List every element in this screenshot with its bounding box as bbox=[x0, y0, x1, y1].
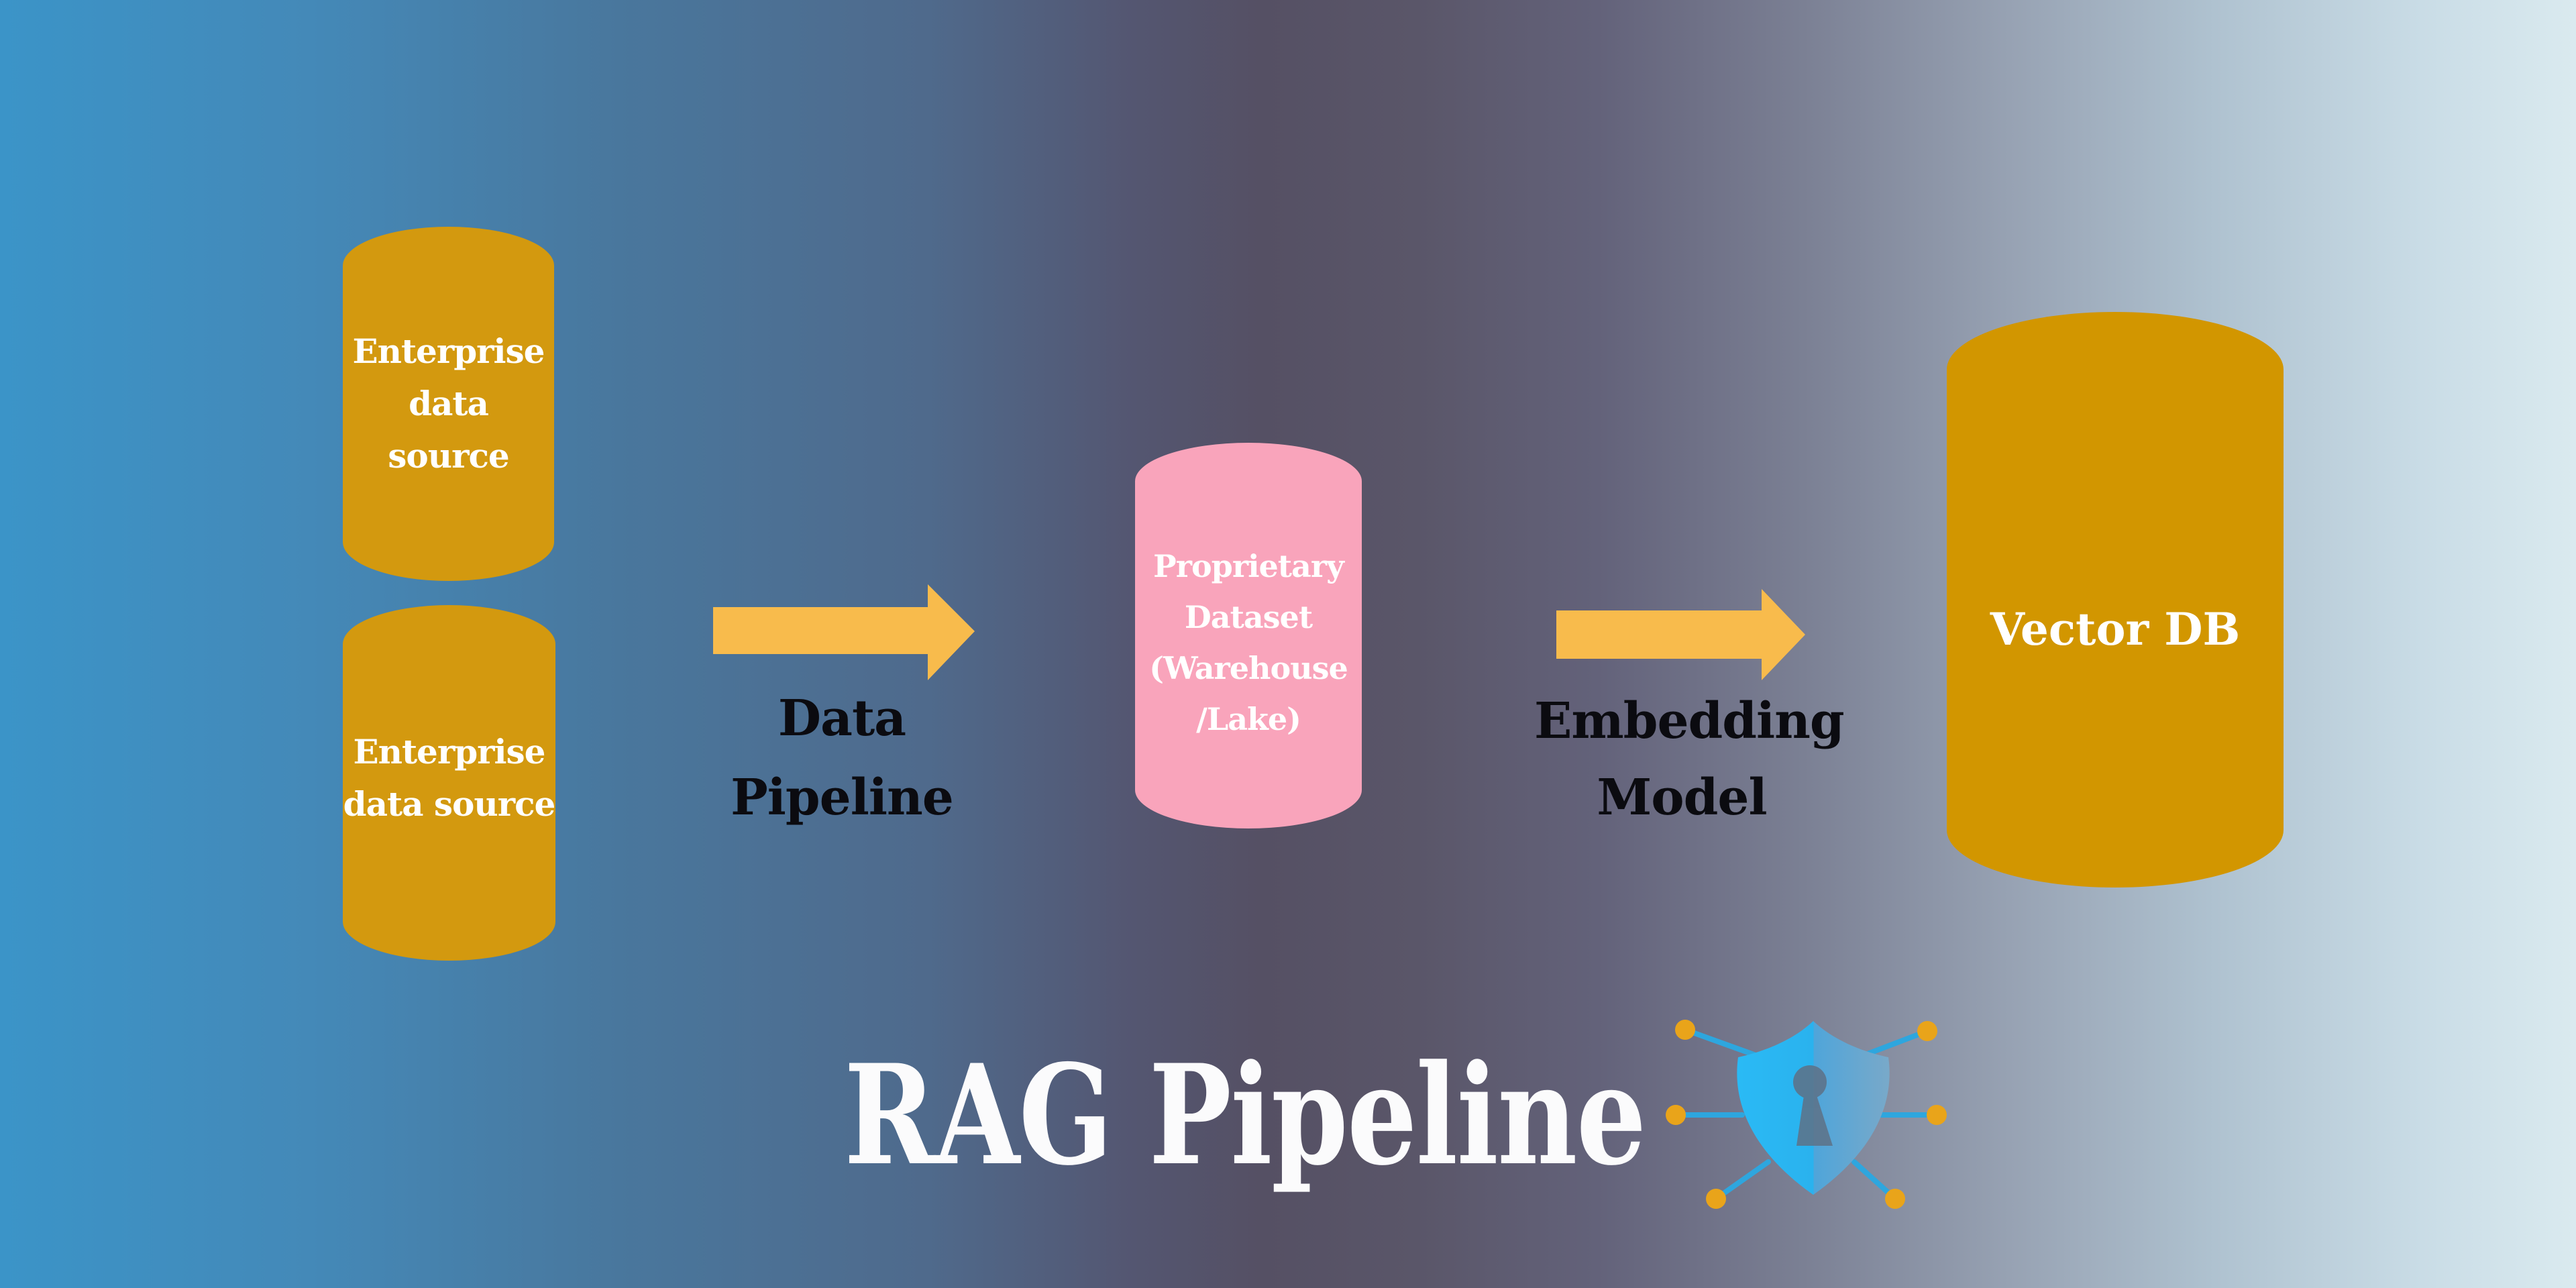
node-label-line: /Lake) bbox=[1196, 700, 1301, 737]
arrow-embedding-model bbox=[1556, 589, 1805, 680]
network-dot bbox=[1675, 1020, 1695, 1040]
network-dot bbox=[1706, 1189, 1726, 1209]
node-label: Enterprise data source bbox=[343, 726, 556, 830]
network-connectors bbox=[1673, 1027, 1939, 1201]
node-proprietary-dataset: Proprietary Dataset (Warehouse /Lake) bbox=[1135, 443, 1362, 828]
connector-line bbox=[1713, 1159, 1771, 1201]
node-label-line: Dataset bbox=[1184, 598, 1313, 635]
arrow-shape bbox=[713, 584, 975, 680]
node-label: Proprietary Dataset (Warehouse /Lake) bbox=[1149, 541, 1348, 745]
label-data-pipeline: Data Pipeline bbox=[694, 679, 989, 837]
node-label-line: Enterprise bbox=[353, 732, 546, 771]
connector-line bbox=[1860, 1028, 1930, 1059]
keyhole-icon bbox=[1793, 1065, 1833, 1146]
connector-line bbox=[1682, 1027, 1760, 1059]
shield-keyhole-network-icon bbox=[1666, 1020, 1947, 1209]
node-label-line: Enterprise bbox=[352, 331, 545, 371]
diagram-title: RAG Pipeline bbox=[843, 1034, 1646, 1196]
node-label: Vector DB bbox=[1990, 602, 2241, 656]
network-dot bbox=[1917, 1021, 1937, 1041]
node-vector-db: Vector DB bbox=[1947, 312, 2284, 888]
node-label-line: data source bbox=[388, 384, 509, 476]
node-label-line: Vector DB bbox=[1990, 603, 2241, 655]
diagram-title-container: RAG Pipeline bbox=[792, 1023, 1697, 1208]
arrow-shape bbox=[1556, 589, 1805, 680]
node-enterprise-data-source-2: Enterprise data source bbox=[343, 605, 555, 961]
label-embedding-model: Embedding Model bbox=[1534, 683, 1845, 836]
arrow-data-pipeline bbox=[713, 584, 975, 680]
network-dot bbox=[1885, 1189, 1905, 1209]
network-dot bbox=[1927, 1105, 1947, 1125]
node-enterprise-data-source-1: Enterprise data source bbox=[343, 227, 554, 581]
label-line: Pipeline bbox=[731, 769, 954, 826]
label-line: Model bbox=[1597, 769, 1767, 826]
label-line: Embedding bbox=[1534, 692, 1845, 750]
network-dot bbox=[1666, 1105, 1686, 1125]
node-label: Enterprise data source bbox=[343, 325, 554, 482]
label-line: Data bbox=[777, 690, 906, 747]
node-label-line: data source bbox=[343, 784, 556, 824]
node-label-line: (Warehouse bbox=[1149, 649, 1348, 686]
network-node-dots bbox=[1666, 1020, 1947, 1209]
node-label-line: Proprietary bbox=[1153, 547, 1344, 584]
